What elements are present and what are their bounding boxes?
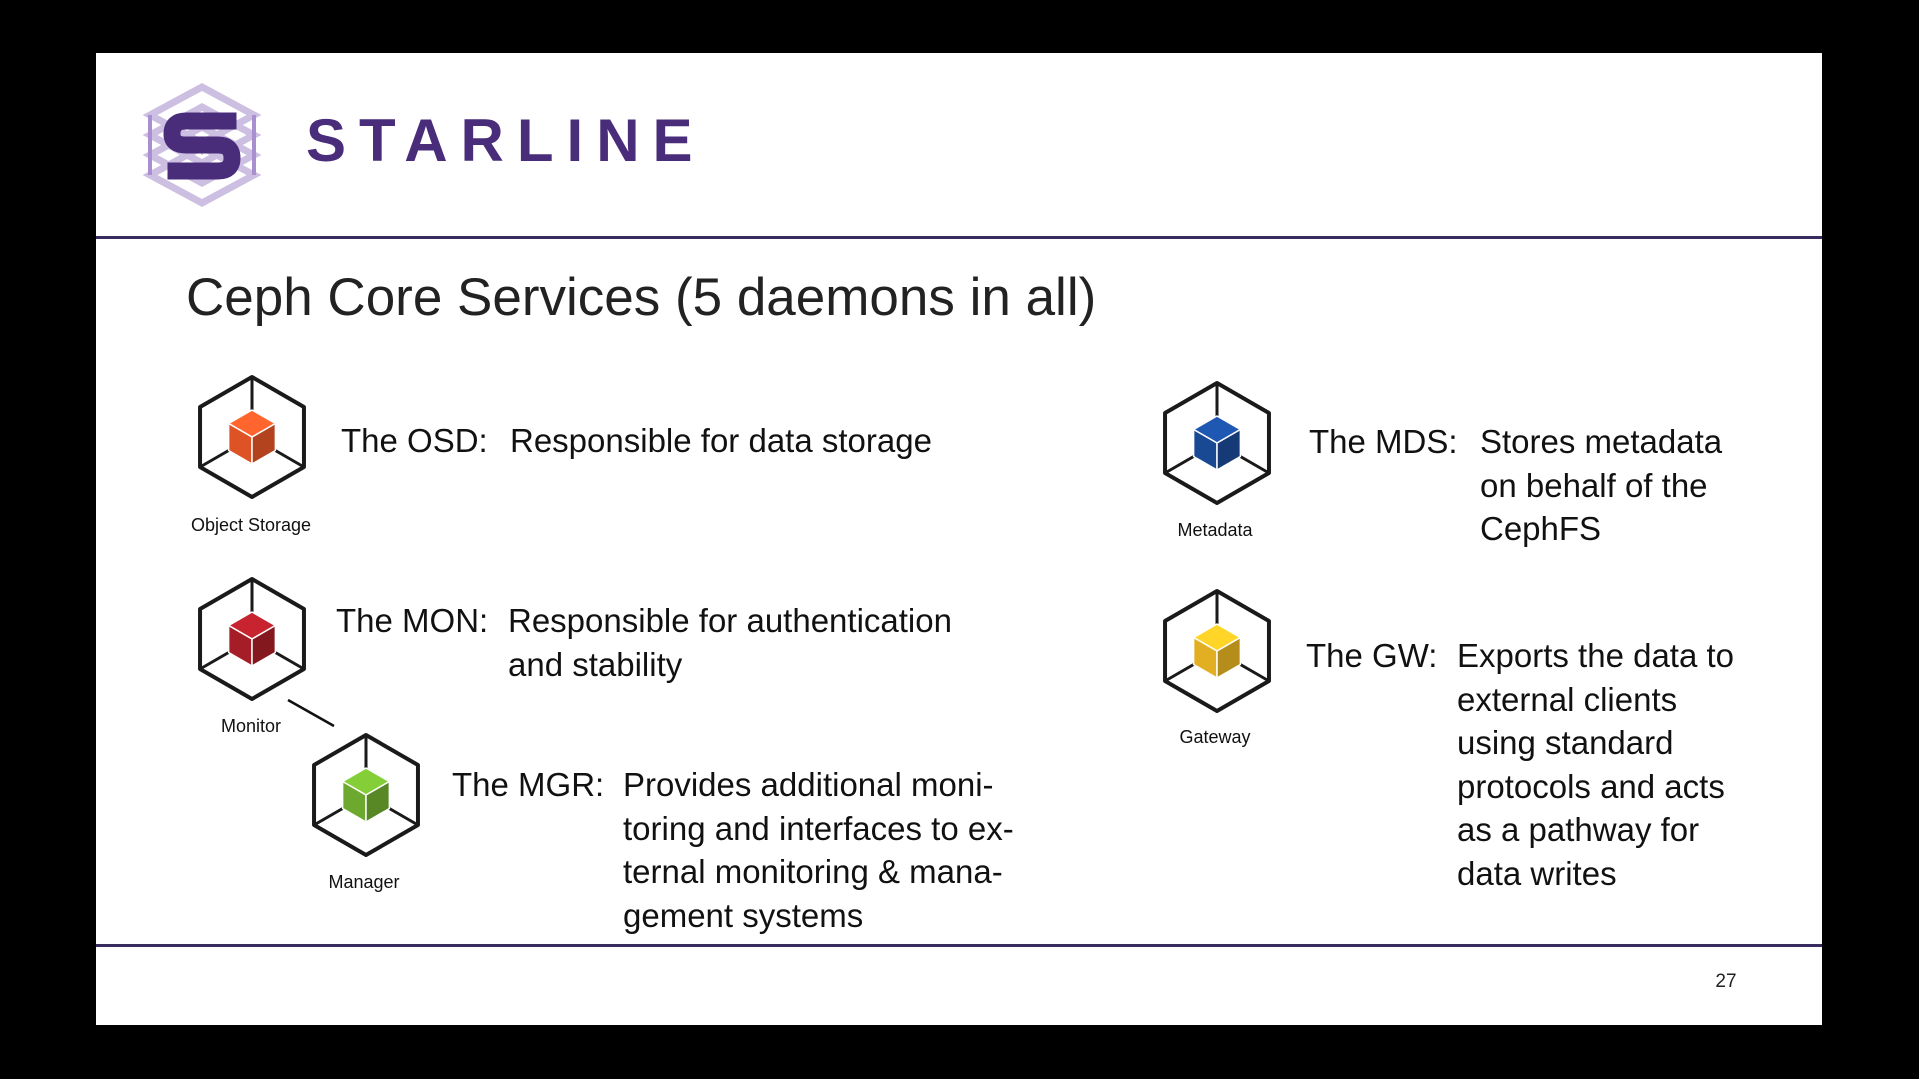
slide-header: S STARLINE: [96, 53, 1822, 236]
mon-description: Responsible for authentication and stabi…: [508, 602, 952, 683]
monitor-manager-connector: [286, 698, 342, 728]
mgr-name: The MGR:: [452, 766, 605, 803]
gw-name: The GW:: [1306, 637, 1438, 674]
cube-right-face: [365, 780, 391, 823]
cube-edge-line: [313, 807, 344, 827]
cube-edge-line: [274, 651, 305, 671]
gateway-cube-icon: [1155, 585, 1279, 717]
mds-description: Stores metadata on behalf of the CephFS: [1480, 423, 1723, 547]
gateway-label: Gateway: [1179, 727, 1251, 747]
cube-right-face: [1216, 636, 1242, 679]
starline-logo-icon: S: [142, 81, 262, 209]
cube-edge-line: [388, 807, 419, 827]
metadata-label: Metadata: [1177, 520, 1253, 540]
slide: S STARLINE Ceph Core Services (5 daemons…: [96, 53, 1822, 1025]
object-storage-cube-icon: [190, 371, 314, 503]
cube-right-face: [251, 624, 277, 667]
cube-edge-line: [274, 449, 305, 469]
monitor-label: Monitor: [220, 716, 282, 736]
cube-edge-line: [1164, 663, 1195, 683]
metadata-cube-icon: [1155, 377, 1279, 509]
object-storage-label: Object Storage: [190, 515, 312, 535]
cube-edge-line: [1164, 455, 1195, 475]
footer-divider: [96, 944, 1822, 947]
header-divider: [96, 236, 1822, 239]
page-number: 27: [1715, 971, 1737, 992]
osd-name: The OSD:: [341, 422, 488, 459]
brand-name: STARLINE: [306, 107, 706, 174]
cube-edge-line: [199, 651, 230, 671]
mds-name: The MDS:: [1309, 423, 1458, 460]
logo-letter: S: [201, 154, 203, 156]
osd-description: Responsible for data storage: [510, 422, 932, 459]
monitor-cube-icon: [190, 573, 314, 705]
slide-title: Ceph Core Services (5 daemons in all): [186, 268, 1097, 327]
cube-edge-line: [199, 449, 230, 469]
mgr-description: Provides additional moni- toring and int…: [623, 766, 1014, 934]
cube-edge-line: [1239, 663, 1270, 683]
cube-edge-line: [1239, 455, 1270, 475]
manager-cube-icon: [304, 729, 428, 861]
gw-description: Exports the data to external clients usi…: [1457, 637, 1735, 892]
cube-right-face: [251, 422, 277, 465]
manager-label: Manager: [328, 872, 400, 892]
mon-name: The MON:: [336, 602, 489, 639]
cube-right-face: [1216, 428, 1242, 471]
